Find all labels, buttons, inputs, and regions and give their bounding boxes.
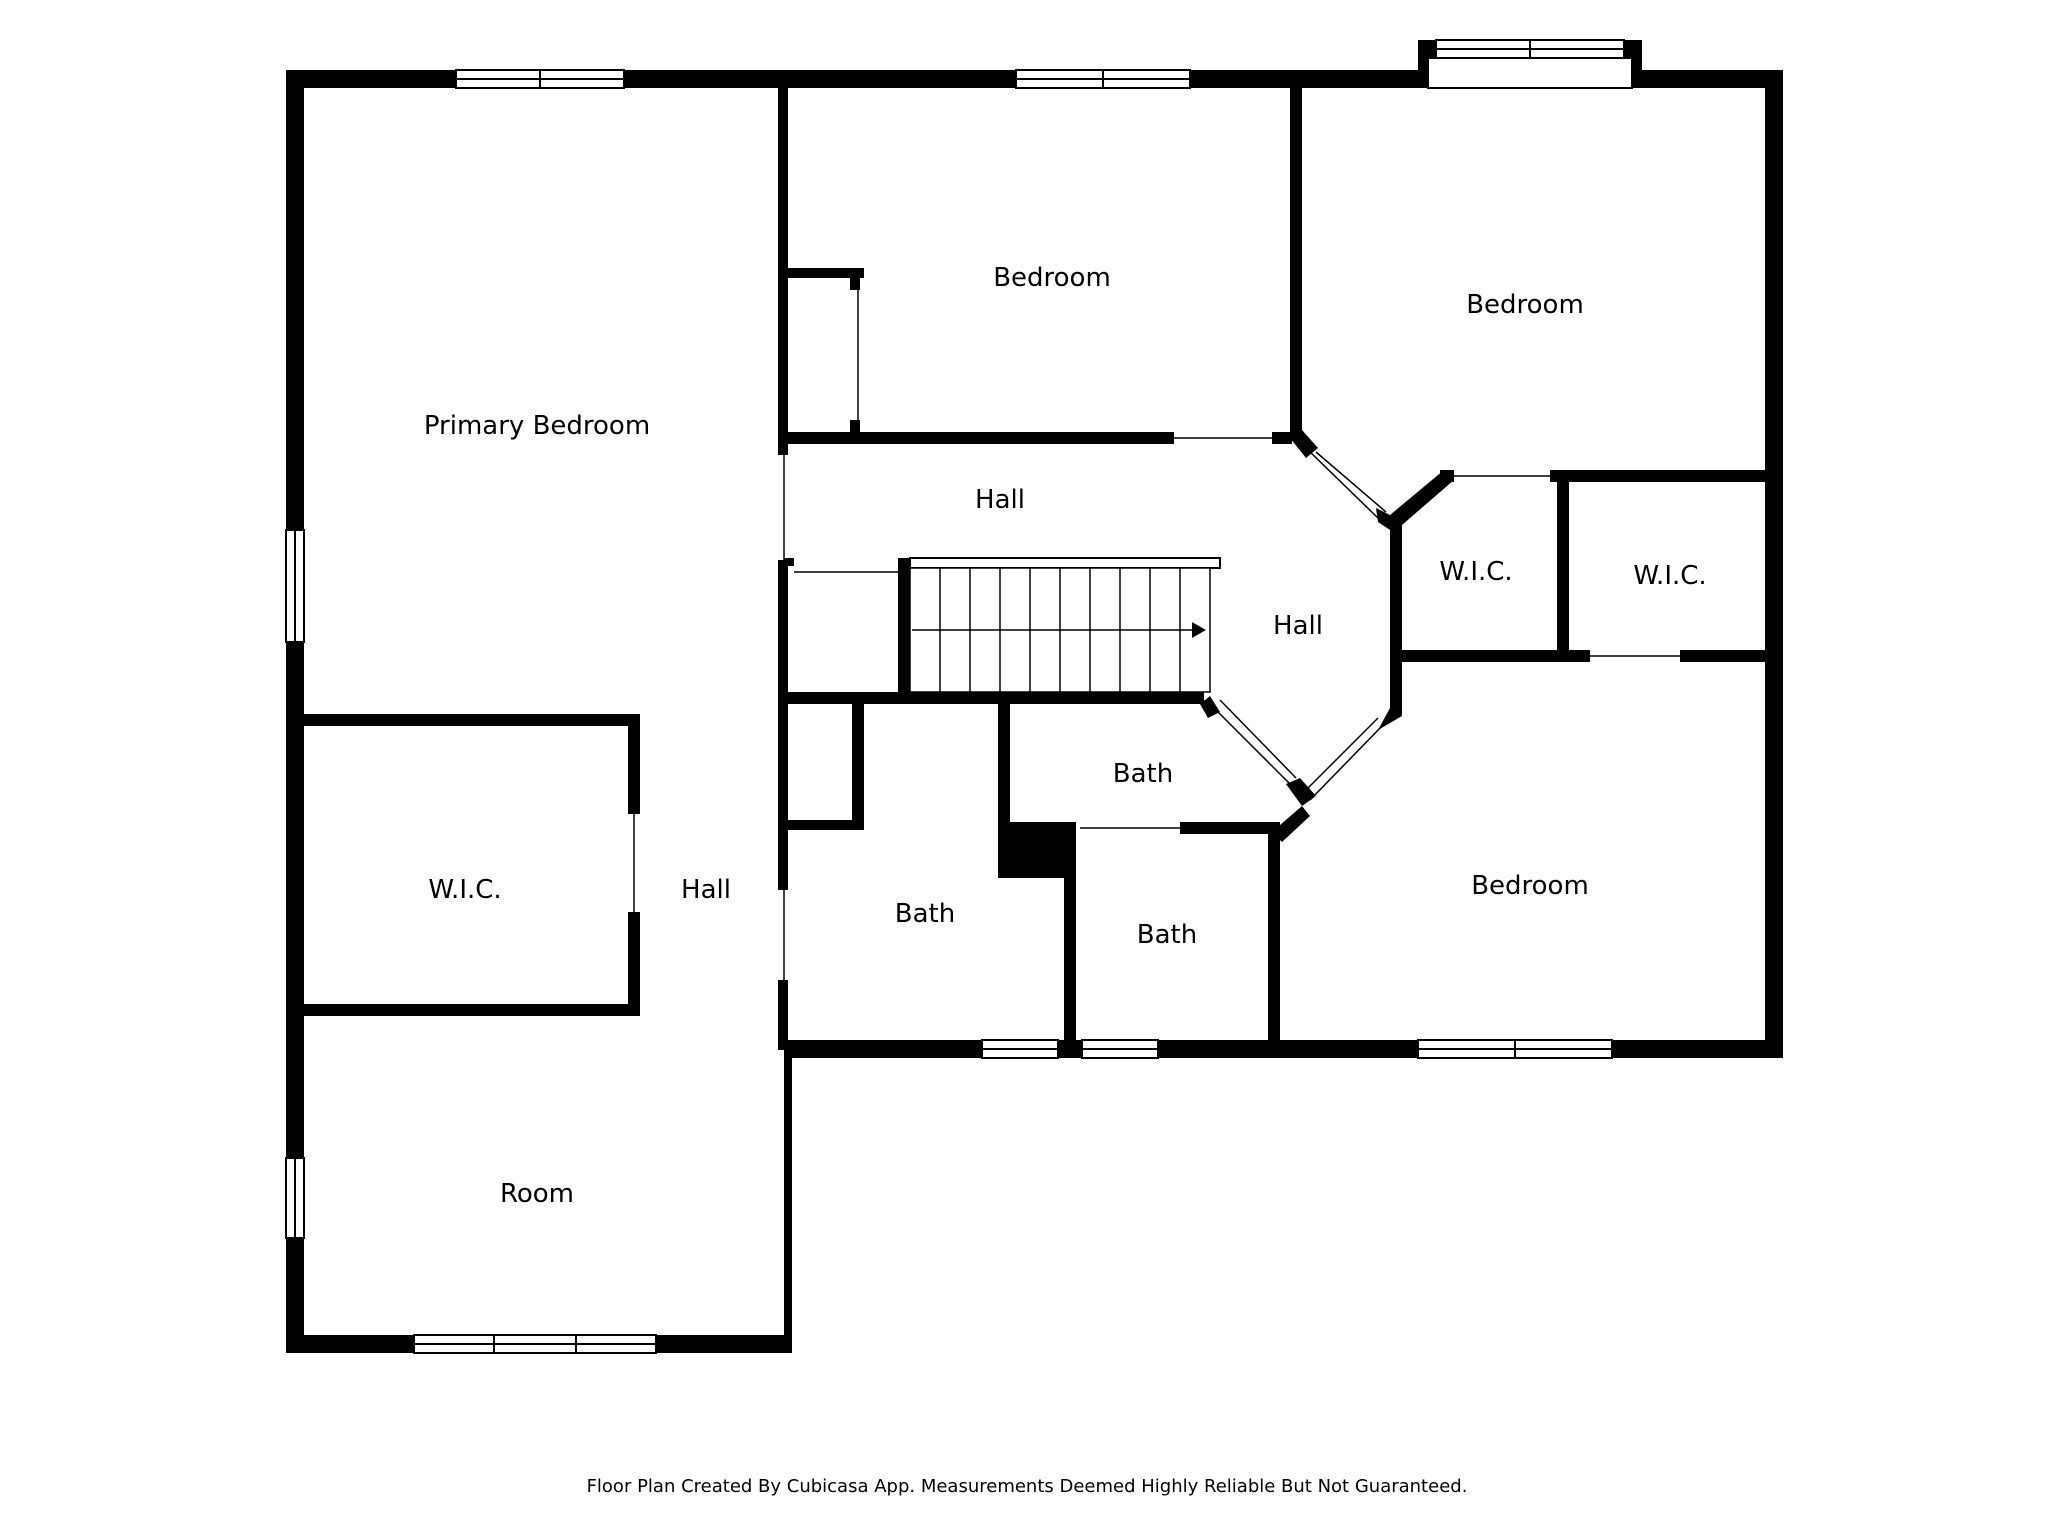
- label-hall-left: Hall: [681, 875, 731, 905]
- label-wic-right-2: W.I.C.: [1633, 561, 1706, 591]
- label-wic-left: W.I.C.: [428, 875, 501, 905]
- stair-arrow-icon: [1192, 622, 1206, 638]
- label-room: Room: [500, 1179, 574, 1209]
- staircase: [909, 557, 1221, 693]
- label-bath-center: Bath: [1113, 759, 1173, 789]
- label-bedroom-top-right: Bedroom: [1466, 290, 1584, 320]
- label-bedroom-bottom-right: Bedroom: [1471, 871, 1589, 901]
- label-hall-center: Hall: [1273, 611, 1323, 641]
- door-openings: [633, 290, 1680, 980]
- label-wic-right-1: W.I.C.: [1439, 557, 1512, 587]
- label-bath-left: Bath: [895, 899, 955, 929]
- footer-disclaimer: Floor Plan Created By Cubicasa App. Meas…: [587, 1476, 1468, 1497]
- windows: [285, 39, 1633, 1354]
- room-labels: Primary Bedroom Bedroom Bedroom Hall Hal…: [424, 263, 1707, 1209]
- label-primary-bedroom: Primary Bedroom: [424, 411, 650, 441]
- diagonal-walls: [1200, 430, 1454, 842]
- label-bedroom-top: Bedroom: [993, 263, 1111, 293]
- diagonal-openings: [1213, 447, 1387, 801]
- label-bath-small: Bath: [1137, 920, 1197, 950]
- label-hall-top: Hall: [975, 485, 1025, 515]
